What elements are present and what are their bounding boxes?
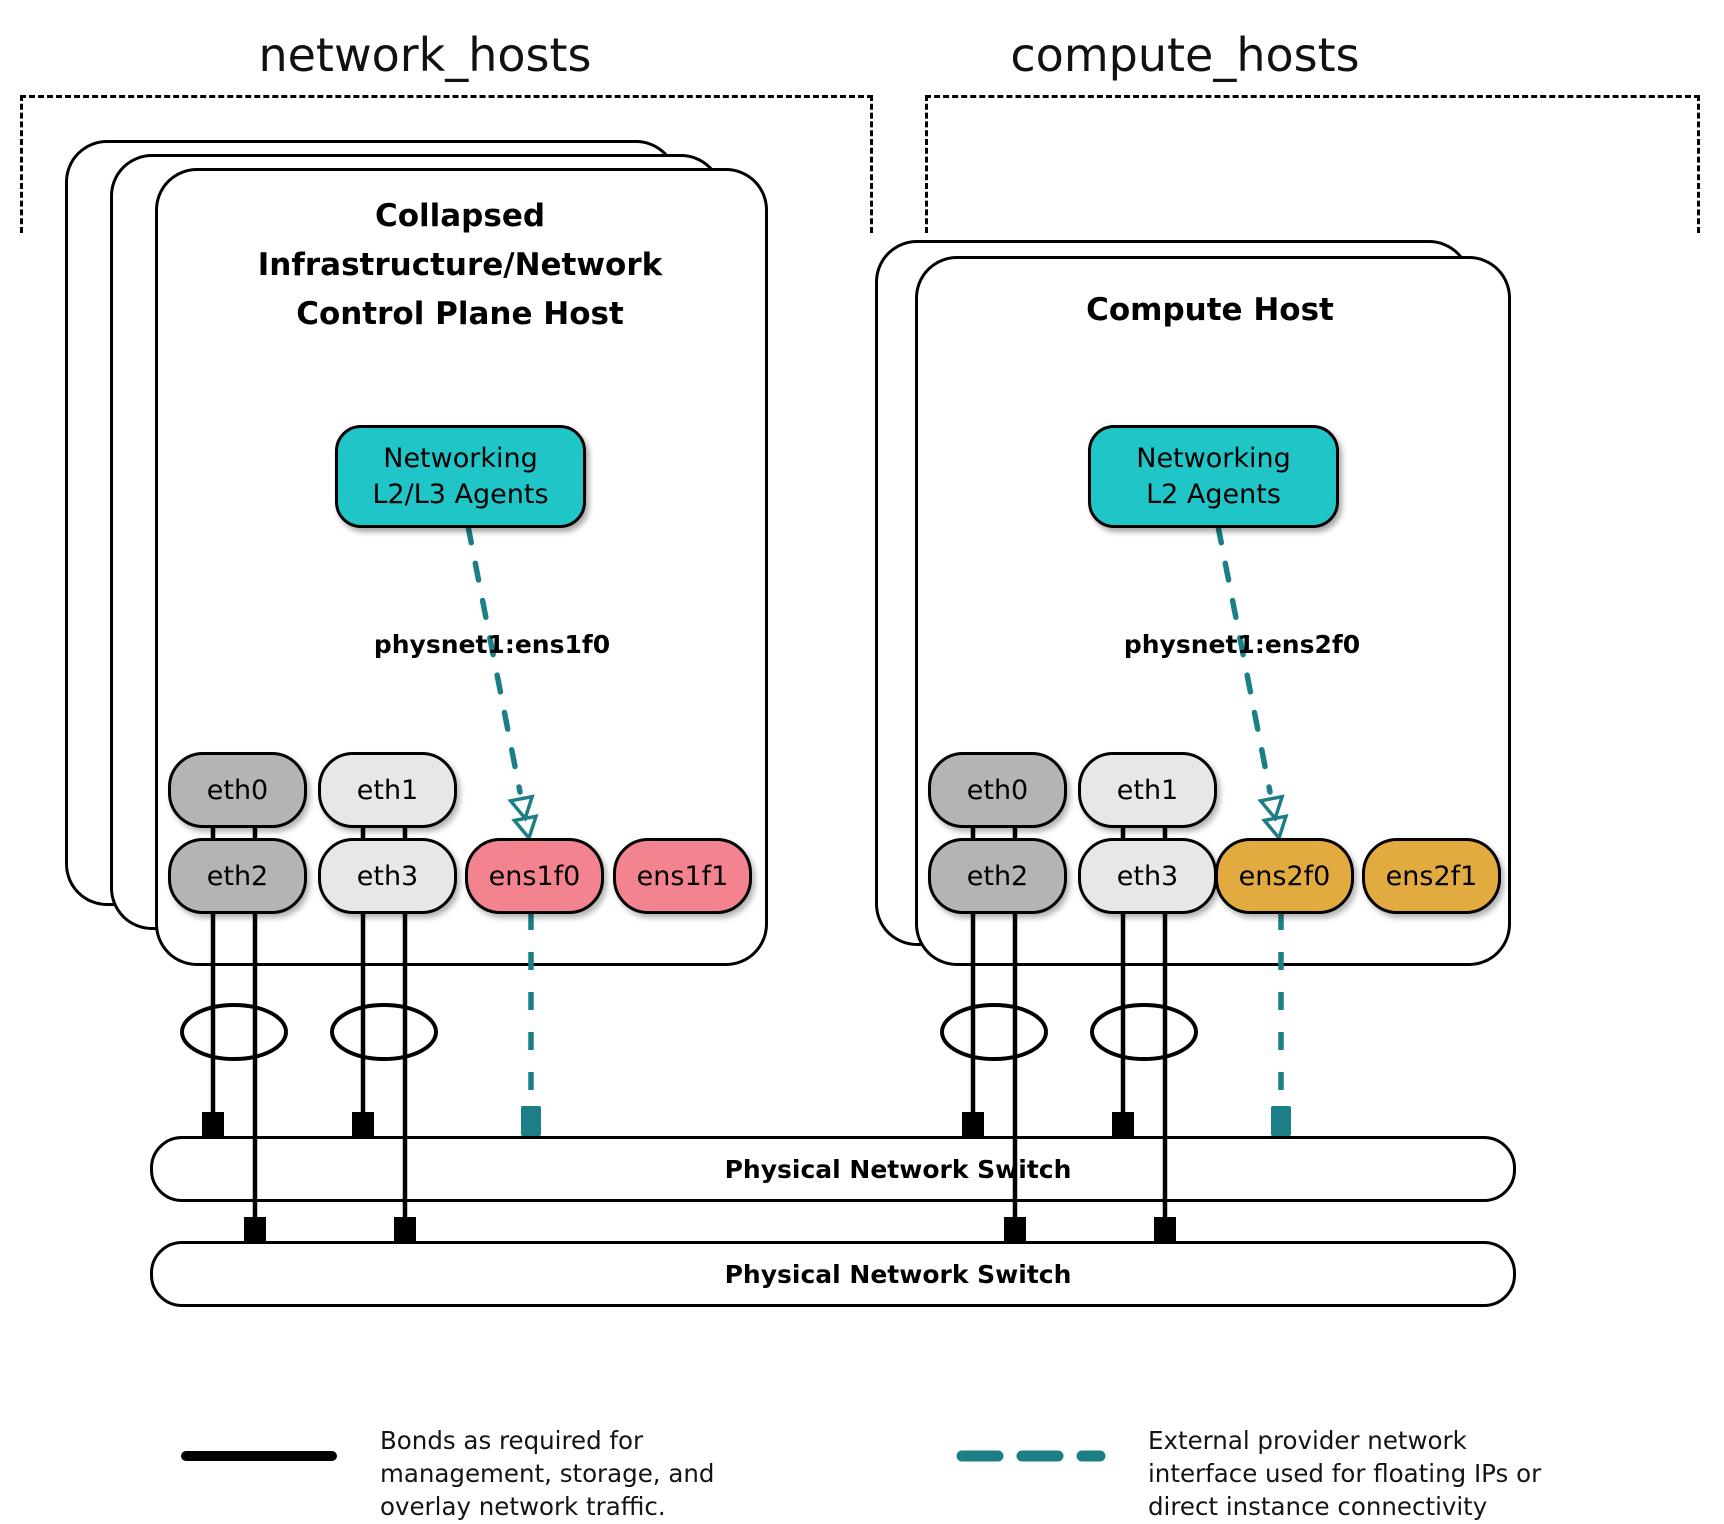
left-host-card-front <box>155 168 768 966</box>
bond-ring-icon <box>940 1003 1048 1061</box>
bond-rings <box>180 1003 1198 1061</box>
physical-network-switch-2-label: Physical Network Switch <box>724 1259 1072 1289</box>
right-nic-eth1: eth1 <box>1078 752 1217 828</box>
switch2-port-connectors <box>244 1217 1176 1243</box>
bond-ring-icon <box>180 1003 288 1061</box>
network-hosts-group-box <box>20 95 873 233</box>
switch1-port-connectors <box>202 1112 1134 1138</box>
left-networking-agents-box: Networking L2/L3 Agents <box>335 425 586 528</box>
bond-ring-icon <box>1090 1003 1198 1061</box>
right-nic-eth0: eth0 <box>928 752 1067 828</box>
physical-network-switch-1-label: Physical Network Switch <box>724 1154 1072 1184</box>
left-physnet-label: physnet1:ens1f0 <box>373 630 611 659</box>
bond-ring-icon <box>330 1003 438 1061</box>
right-nic-eth2: eth2 <box>928 838 1067 914</box>
compute-hosts-group-box <box>925 95 1700 233</box>
right-physnet-label: physnet1:ens2f0 <box>1123 630 1361 659</box>
right-nic-ens2f0: ens2f0 <box>1215 838 1354 914</box>
right-nic-eth3: eth3 <box>1078 838 1217 914</box>
left-host-title: Collapsed Infrastructure/Network Control… <box>257 198 663 332</box>
left-nic-eth3: eth3 <box>318 838 457 914</box>
physical-network-switch-1: Physical Network Switch <box>150 1136 1516 1202</box>
right-nic-ens2f1: ens2f1 <box>1362 838 1501 914</box>
right-host-title: Compute Host <box>1086 292 1334 328</box>
provider-port-connectors <box>521 1106 1291 1136</box>
left-nic-eth1: eth1 <box>318 752 457 828</box>
left-nic-eth2: eth2 <box>168 838 307 914</box>
network-hosts-group-label: network_hosts <box>258 28 592 82</box>
compute-hosts-group-label: compute_hosts <box>1010 28 1360 82</box>
legend-external-text: External provider network interface used… <box>1148 1426 1542 1521</box>
right-networking-agents-box: Networking L2 Agents <box>1088 425 1339 528</box>
left-nic-ens1f1: ens1f1 <box>613 838 752 914</box>
legend-bond-text: Bonds as required for management, storag… <box>380 1426 715 1521</box>
physical-network-switch-2: Physical Network Switch <box>150 1241 1516 1307</box>
left-nic-eth0: eth0 <box>168 752 307 828</box>
left-nic-ens1f0: ens1f0 <box>465 838 604 914</box>
